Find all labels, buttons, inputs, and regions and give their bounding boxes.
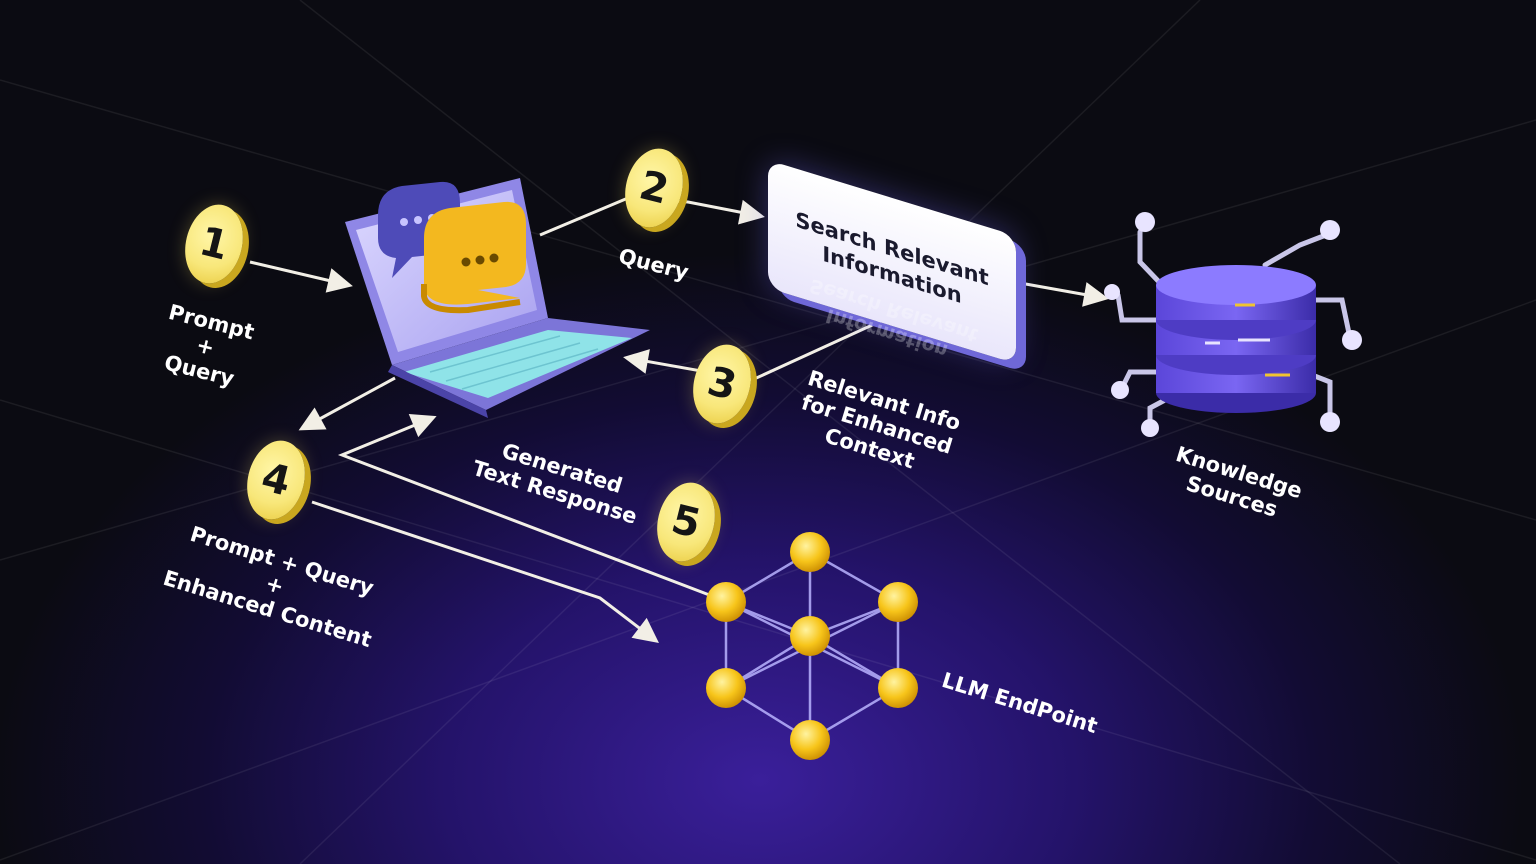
- neural-network-icon: [706, 532, 918, 760]
- database-icon: [1104, 212, 1362, 437]
- arrow-icon: [311, 500, 659, 644]
- arrow-icon: [337, 414, 713, 598]
- arrow-icon: [249, 260, 353, 293]
- arrow-icon: [623, 308, 906, 382]
- arrow-icon: [1019, 281, 1109, 307]
- arrow-icon: [298, 376, 396, 431]
- chat-bubble-icon: [378, 181, 526, 314]
